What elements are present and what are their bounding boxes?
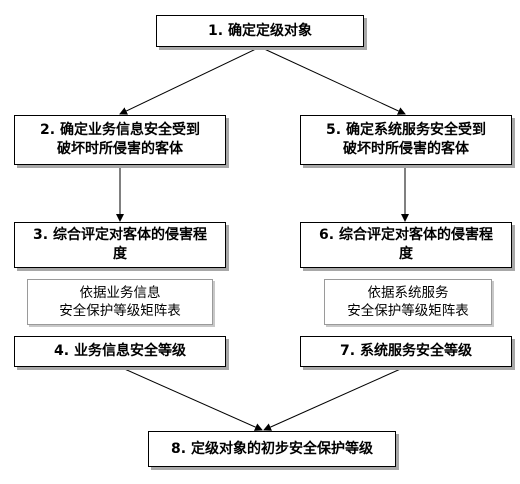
step-8-initial-level: 8. 定级对象的初步安全保护等级	[148, 431, 396, 467]
step-6-label: 6. 综合评定对客体的侵害程 度	[319, 227, 493, 262]
step-7-label: 7. 系统服务安全等级	[340, 343, 472, 359]
edge-7-8	[263, 366, 406, 431]
step-4-label: 4. 业务信息安全等级	[54, 343, 186, 359]
step-8-label: 8. 定级对象的初步安全保护等级	[171, 440, 373, 457]
edge-4-8	[119, 366, 263, 431]
service-matrix-label: 依据系统服务 安全保护等级矩阵表	[347, 285, 469, 319]
step-7-service-level: 7. 系统服务安全等级	[300, 336, 512, 367]
step-1-label: 1. 确定定级对象	[208, 22, 312, 39]
business-matrix-note: 依据业务信息 安全保护等级矩阵表	[27, 279, 213, 325]
step-1-define-target: 1. 确定定级对象	[156, 15, 364, 47]
step-5-label: 5. 确定系统服务安全受到 破坏时所侵害的客体	[326, 122, 486, 157]
step-4-business-level: 4. 业务信息安全等级	[14, 336, 226, 367]
step-3-label: 3. 综合评定对客体的侵害程 度	[33, 227, 207, 262]
step-2-business-object: 2. 确定业务信息安全受到 破坏时所侵害的客体	[14, 115, 226, 165]
service-matrix-note: 依据系统服务 安全保护等级矩阵表	[324, 279, 492, 325]
step-6-assess-damage: 6. 综合评定对客体的侵害程 度	[300, 222, 512, 268]
business-matrix-label: 依据业务信息 安全保护等级矩阵表	[59, 285, 181, 319]
step-5-service-object: 5. 确定系统服务安全受到 破坏时所侵害的客体	[300, 115, 512, 165]
edge-1-2	[119, 46, 261, 115]
step-3-assess-damage: 3. 综合评定对客体的侵害程 度	[14, 222, 226, 268]
step-2-label: 2. 确定业务信息安全受到 破坏时所侵害的客体	[40, 122, 200, 157]
edge-1-5	[259, 46, 406, 115]
